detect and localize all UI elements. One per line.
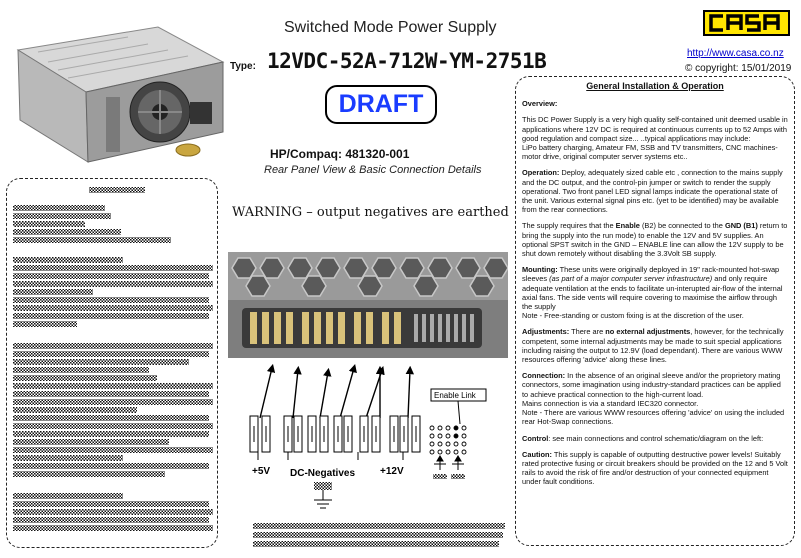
caution-text: This supply is capable of outputting des… bbox=[522, 449, 788, 487]
enable-pin: Enable bbox=[615, 221, 640, 231]
enable-text-e: return to bring the supply into the run … bbox=[522, 221, 788, 259]
copyright: © copyright: 15/01/2019 bbox=[685, 63, 792, 74]
label-5v: +5V bbox=[252, 466, 270, 477]
installation-panel: General Installation & Operation Overvie… bbox=[515, 76, 795, 546]
label-dc-negatives: DC-Negatives bbox=[290, 468, 355, 479]
connection-title: Connection: bbox=[522, 371, 566, 381]
enable-text-a: The supply requires that the bbox=[522, 221, 616, 231]
connector-photo bbox=[228, 252, 508, 358]
enable-link-label: Enable Link bbox=[434, 391, 477, 400]
adjustments-title: Adjustments: bbox=[522, 327, 570, 337]
operation-text: Deploy, adequately sized cable etc , con… bbox=[522, 168, 783, 215]
mounting-text-c: and only require adequate ventilation at… bbox=[522, 274, 783, 312]
mounting-title: Mounting: bbox=[522, 265, 558, 275]
connection-text: In the absence of an original sleeve and… bbox=[522, 371, 781, 399]
connection-schematic: +5V DC-Negatives +12V Enable Link bbox=[249, 363, 487, 509]
redacted-details-panel bbox=[6, 178, 218, 548]
mounting-text-b: (as part of a major computer server infr… bbox=[549, 274, 713, 284]
model-number: 12VDC-52A-712W-YM-2751B bbox=[267, 49, 547, 73]
casa-logo bbox=[703, 10, 790, 36]
caution-title: Caution: bbox=[522, 449, 552, 459]
control-title: Control bbox=[522, 433, 549, 443]
page-title: Switched Mode Power Supply bbox=[284, 19, 497, 36]
gnd-pin: GND (B1) bbox=[724, 221, 758, 231]
connection-note: Note - There are various WWW resources o… bbox=[522, 408, 785, 427]
psu-photo bbox=[16, 26, 225, 163]
rear-panel-subtitle: Rear Panel View & Basic Connection Detai… bbox=[264, 164, 482, 176]
adjust-text-a: There are bbox=[569, 327, 606, 337]
type-label: Type: bbox=[230, 61, 256, 72]
redacted-footer bbox=[253, 523, 505, 547]
website-link[interactable]: http://www.casa.co.nz bbox=[687, 48, 784, 59]
mounting-note: Note - Free-standing or custom fixing is… bbox=[522, 311, 744, 321]
hp-part-number: HP/Compaq: 481320-001 bbox=[270, 147, 410, 161]
mounting-text-a: These units were originally deployed in … bbox=[522, 265, 780, 284]
adjust-text-b: no external adjustments bbox=[605, 327, 691, 337]
overview-text: This DC Power Supply is a very high qual… bbox=[522, 115, 788, 143]
enable-text-c: (B2) be connected to the bbox=[639, 221, 725, 231]
label-12v: +12V bbox=[380, 466, 404, 477]
installation-heading: General Installation & Operation bbox=[586, 81, 724, 91]
connection-mains: Mains connection is via a standard IEC32… bbox=[522, 398, 699, 408]
adjust-text-c: , however, for the technically competent… bbox=[522, 327, 784, 365]
control-text: : see main connections and control schem… bbox=[548, 433, 764, 443]
overview-title: Overview: bbox=[522, 99, 558, 109]
draft-badge: DRAFT bbox=[325, 85, 437, 124]
warning-text: WARNING – output negatives are earthed bbox=[232, 205, 509, 220]
overview-apps: LiPo battery charging, Amateur FM, SSB a… bbox=[522, 143, 778, 162]
operation-title: Operation: bbox=[522, 168, 560, 178]
